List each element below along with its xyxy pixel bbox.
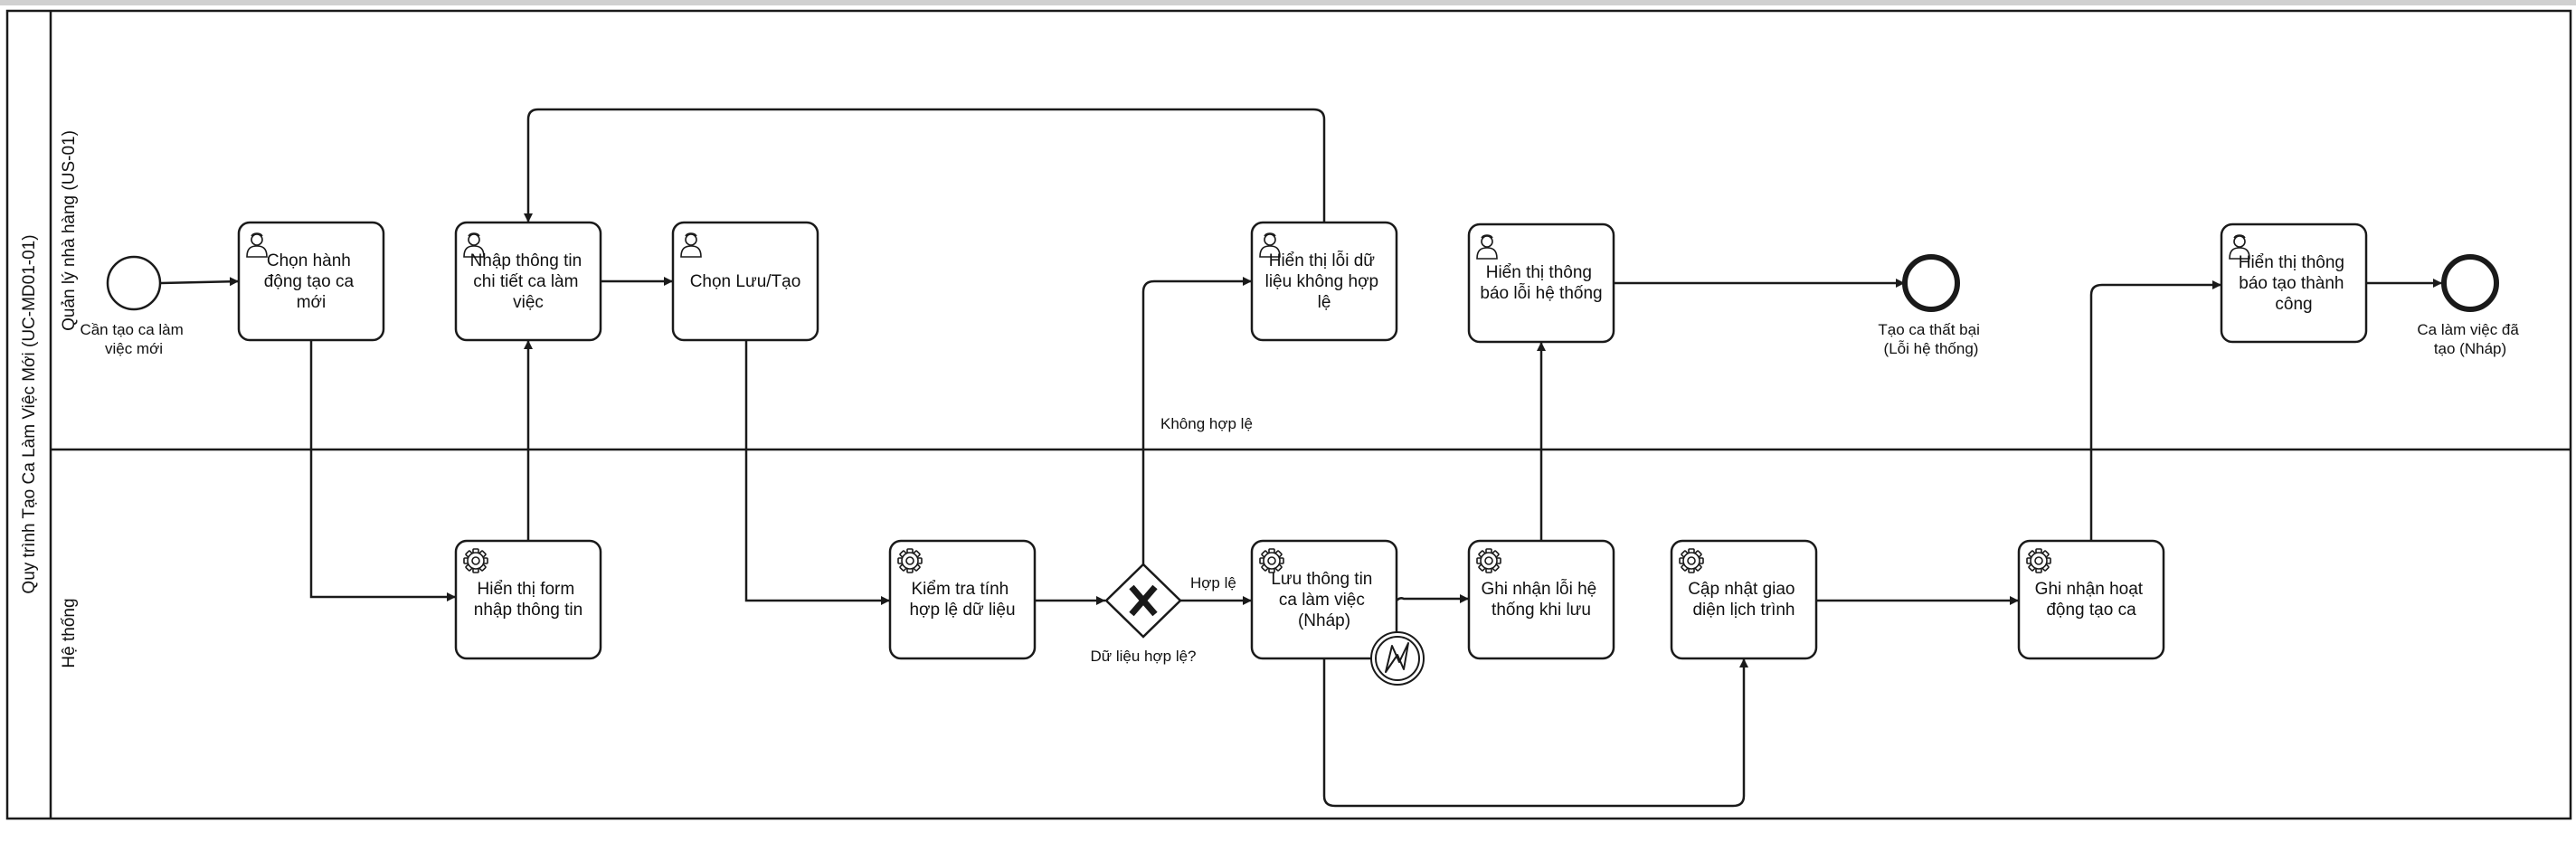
gear-icon (463, 548, 488, 573)
svg-text:Cập nhật giao diện lịch: Cập nhật giao diện lịch trình (1688, 580, 1800, 620)
gateway-label: Dữ liệu hợp lệ? (1090, 648, 1196, 665)
task-validate-data[interactable]: Kiểm tra tính hợp lệ dữ liệu (888, 539, 1037, 660)
lane-label-manager: Quản lý nhà hàng (US-01) (60, 130, 79, 331)
gateway-x-marker (1129, 584, 1158, 617)
boundary-error-event[interactable] (1370, 631, 1425, 686)
flow-gateway-to-invalid (1141, 277, 1252, 564)
flow-start-to-choose-action (160, 277, 240, 287)
svg-text:Chọn Lưu/Tạo: Chọn Lưu/Tạo (690, 272, 801, 291)
svg-text:Nhập thông tin chi tiết: Nhập thông tin chi tiết ca làm việc (470, 251, 587, 312)
svg-text:Ghi nhận lỗi hệ thống kh: Ghi nhận lỗi hệ thống khi lưu (1481, 579, 1601, 620)
flow-log-activity-to-show-success (2089, 280, 2221, 541)
end-event-success-label: Ca làm việc đã tạo (Nháp) (2417, 321, 2523, 357)
svg-text:Ghi nhận hoạt động tạo c: Ghi nhận hoạt động tạo ca (2035, 580, 2148, 620)
task-log-activity[interactable]: Ghi nhận hoạt động tạo ca (2017, 539, 2165, 660)
svg-text:Kiểm tra tính hợp lệ dữ: Kiểm tra tính hợp lệ dữ liệu (909, 580, 1015, 620)
flow-invalid-to-enter-details (524, 108, 1326, 222)
task-choose-action[interactable]: Chọn hành động tạo ca mới (237, 221, 385, 342)
task-choose-save[interactable]: Chọn Lưu/Tạo (671, 221, 819, 342)
task-save-draft[interactable]: Lưu thông tin ca làm việc (Nháp) (1250, 539, 1398, 660)
task-enter-details[interactable]: Nhập thông tin chi tiết ca làm việc (454, 221, 602, 342)
flow-label-invalid: Không hợp lệ (1160, 415, 1253, 432)
svg-text:Hiển thị thông báo tạo t: Hiển thị thông báo tạo thành công (2239, 253, 2350, 314)
end-event-failure-label: Tạo ca thất bại (Lỗi hệ thống) (1878, 321, 1984, 357)
start-event[interactable] (106, 255, 162, 311)
lightning-icon (1385, 642, 1409, 673)
end-event-success[interactable] (2441, 254, 2499, 312)
flow-choose-save-to-validate (744, 340, 890, 605)
gear-icon (1679, 548, 1704, 573)
task-log-system-error[interactable]: Ghi nhận lỗi hệ thống khi lưu (1467, 539, 1615, 660)
flow-label-valid: Hợp lệ (1190, 574, 1236, 592)
pool: Quy trình Tạo Ca Làm Việc Mới (UC-MD01-0… (5, 9, 2572, 820)
flow-choose-action-to-show-form (309, 340, 456, 601)
task-show-form[interactable]: Hiển thị form nhập thông tin (454, 539, 602, 660)
lane-label-system: Hệ thống (60, 598, 79, 667)
pool-title: Quy trình Tạo Ca Làm Việc Mới (UC-MD01-0… (20, 234, 39, 593)
gear-icon (2026, 548, 2051, 573)
gear-icon (897, 548, 923, 573)
svg-text:Hiển thị thông báo lỗi h: Hiển thị thông báo lỗi hệ thống (1480, 263, 1602, 303)
window-top-bar (0, 0, 2576, 5)
task-show-system-error[interactable]: Hiển thị thông báo lỗi hệ thống (1467, 222, 1615, 344)
task-show-success[interactable]: Hiển thị thông báo tạo thành công (2220, 222, 2368, 344)
svg-text:Lưu thông tin ca làm việ: Lưu thông tin ca làm việc (Nháp) (1271, 570, 1377, 630)
end-event-failure[interactable] (1902, 254, 1960, 312)
exclusive-gateway[interactable] (1104, 563, 1182, 639)
start-event-label: Cần tạo ca làm việc mới (80, 321, 187, 357)
svg-text:Hiển thị form nhập thông: Hiển thị form nhập thông tin (474, 580, 582, 620)
svg-text:Hiển thị lỗi dữ liệu khô: Hiển thị lỗi dữ liệu không hợp lệ (1265, 251, 1384, 312)
flow-error-to-log-error (1322, 658, 1748, 808)
task-show-invalid-error[interactable]: Hiển thị lỗi dữ liệu không hợp lệ (1250, 221, 1398, 342)
pool-border (5, 9, 2572, 820)
task-update-schedule-ui[interactable]: Cập nhật giao diện lịch trình (1670, 539, 1818, 660)
svg-text:Chọn hành động tạo ca: Chọn hành động tạo ca mới (264, 251, 359, 312)
gear-icon (1476, 548, 1501, 573)
